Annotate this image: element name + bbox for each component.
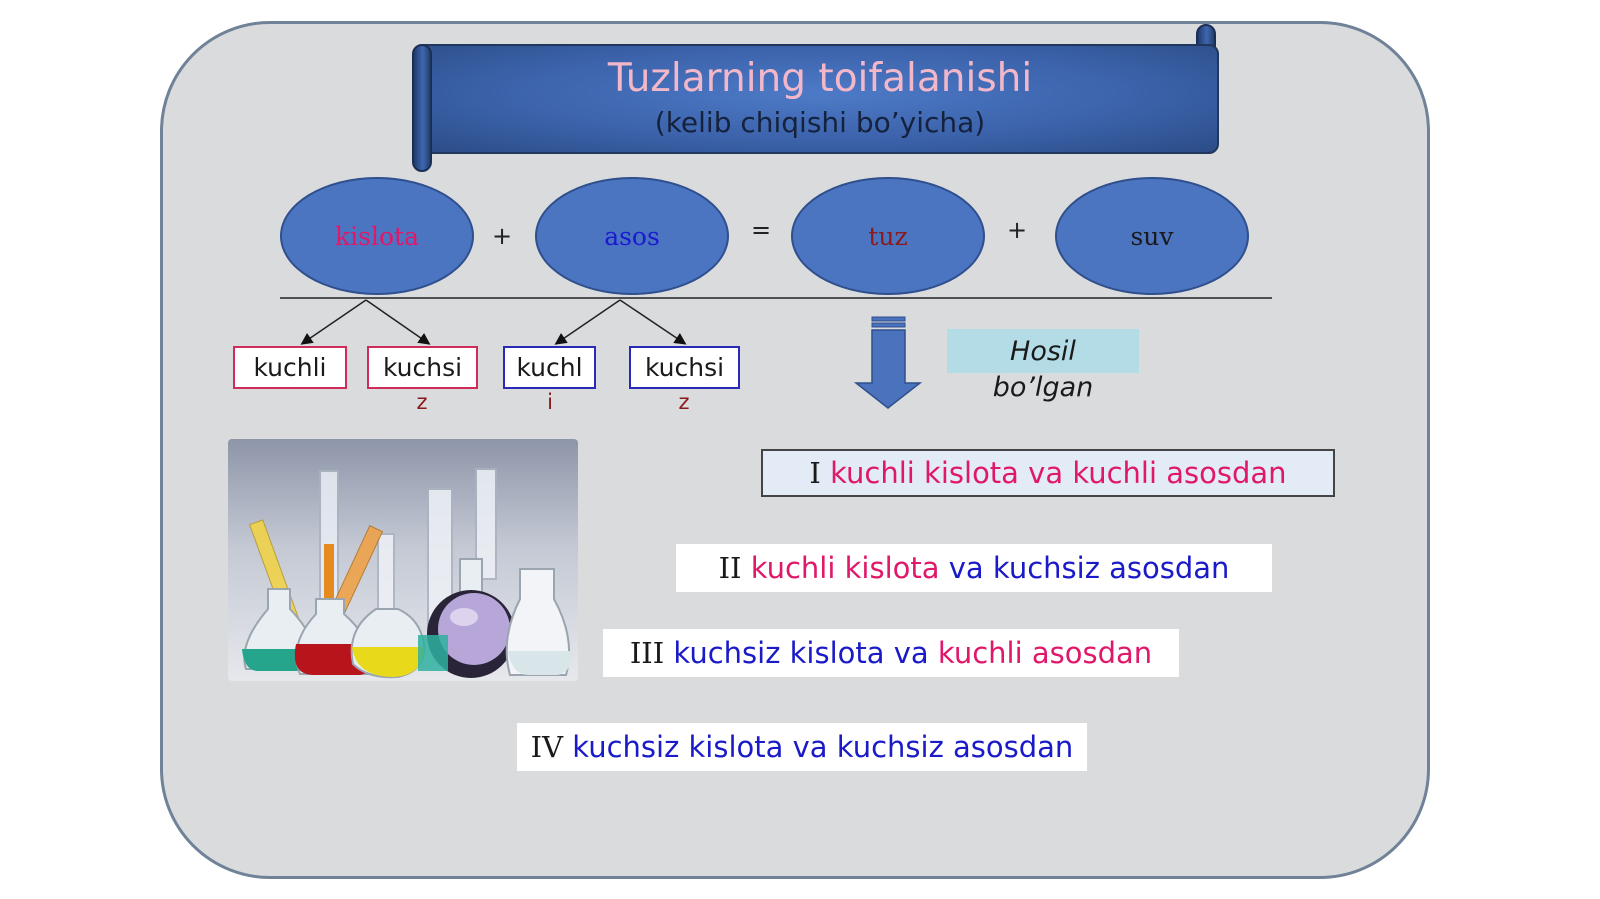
term-suv: suv (1055, 177, 1249, 295)
type-number: II (718, 551, 742, 585)
term-label: suv (1130, 221, 1174, 251)
slide-title: Tuzlarning toifalanishi (607, 56, 1033, 101)
branch-label: kuchl (516, 353, 583, 382)
branch-arrow (554, 299, 621, 345)
branch-label: kuchli (253, 353, 327, 382)
branch-arrow (365, 299, 431, 345)
branch-overflow-text: i (547, 390, 553, 414)
type-number: I (809, 456, 821, 490)
branch-box-kuchsiz-asos: kuchsi (629, 346, 740, 389)
type-base: kuchli asosdan (937, 636, 1153, 670)
result-label-line: bo’lgan (992, 372, 1094, 403)
type-base: kuchsiz asosdan (992, 551, 1230, 585)
type-conjunction: va (893, 636, 929, 670)
type-acid: kuchsiz kislota (572, 730, 784, 764)
salt-type-3: III kuchsiz kislota va kuchli asosdan (603, 629, 1179, 677)
type-conjunction: va (948, 551, 984, 585)
type-number: III (629, 636, 665, 670)
term-kislota: kislota (280, 177, 474, 295)
type-acid: kuchsiz kislota (673, 636, 885, 670)
type-number: IV (530, 730, 564, 764)
branch-box-kuchsiz-kislota: kuchsi (367, 346, 478, 389)
branch-box-kuchli-kislota: kuchli (233, 346, 347, 389)
branch-overflow-text: z (678, 390, 690, 414)
branch-overflow-text: z (416, 390, 428, 414)
salt-type-2: II kuchli kislota va kuchsiz asosdan (676, 544, 1272, 592)
type-base: kuchsiz asosdan (836, 730, 1074, 764)
title-banner (421, 44, 1219, 154)
term-label: tuz (868, 221, 908, 251)
term-asos: asos (535, 177, 729, 295)
salt-type-4: IV kuchsiz kislota va kuchsiz asosdan (517, 723, 1087, 771)
operator-plus: + (491, 222, 513, 250)
term-label: kislota (335, 221, 419, 251)
branch-label: kuchsi (382, 353, 463, 382)
scroll-roll-left (412, 44, 432, 172)
result-label-background (947, 329, 1139, 373)
type-acid: kuchli kislota (750, 551, 940, 585)
branch-label: kuchsi (644, 353, 725, 382)
operator-plus: + (1006, 216, 1028, 244)
type-acid: kuchli kislota (830, 456, 1019, 490)
result-label: Hosil bo’lgan (940, 334, 1146, 406)
salt-type-1: I kuchli kislota va kuchli asosdan (761, 449, 1335, 497)
down-arrow-icon (853, 316, 923, 409)
term-tuz: tuz (791, 177, 985, 295)
operator-equals: = (750, 216, 772, 244)
type-base: kuchli asosdan (1072, 456, 1287, 490)
result-label-line: Hosil (1010, 336, 1076, 367)
lab-glassware-image (228, 439, 578, 681)
type-conjunction: va (1028, 456, 1064, 490)
branch-box-kuchli-asos: kuchl (503, 346, 596, 389)
branch-arrow (619, 299, 687, 345)
term-label: asos (604, 221, 660, 251)
branch-arrow (300, 299, 367, 345)
type-conjunction: va (792, 730, 828, 764)
slide-subtitle: (kelib chiqishi bo’yicha) (654, 106, 986, 139)
